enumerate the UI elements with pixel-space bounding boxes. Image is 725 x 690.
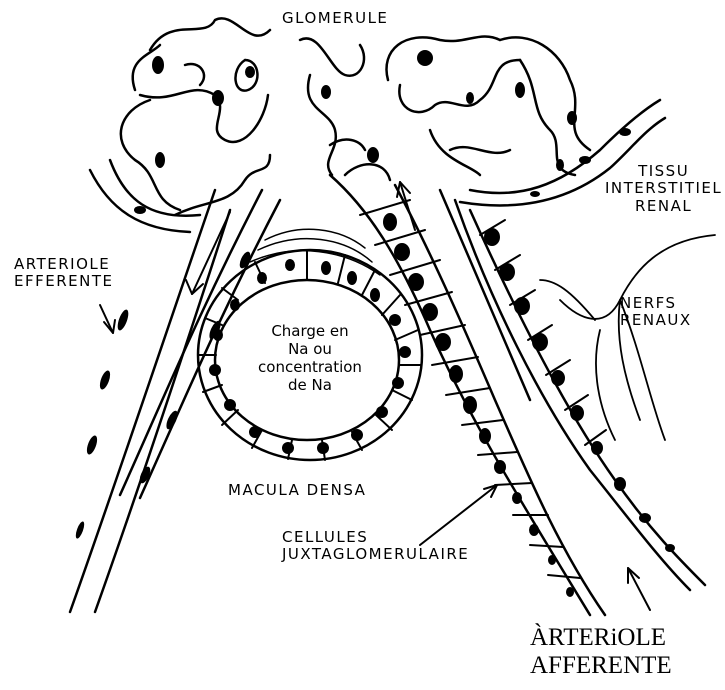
label-arteriole-efferente: ARTERIOLE EFFERENTE	[14, 256, 113, 291]
label-inner-line4: de Na	[250, 376, 370, 394]
label-nerfs-line1: NERFS	[620, 295, 692, 312]
label-arteriole-afferente: ÀRTERiOLE AFFERENTE	[530, 624, 672, 680]
capsule-left-wall-inner	[90, 170, 190, 232]
label-glomerule: GLOMERULE	[282, 10, 388, 27]
label-macula-densa: MACULA DENSA	[228, 482, 366, 499]
label-tissu-interstitiel: TISSU INTERSTITIEL RENAL	[605, 163, 722, 215]
label-efferente-line1: ARTERIOLE	[14, 256, 113, 273]
label-nerfs-renaux: NERFS RENAUX	[620, 295, 692, 330]
label-tissu-line3: RENAL	[605, 198, 722, 215]
label-tissu-line2: INTERSTITIEL	[605, 180, 722, 197]
glomerulus-capillaries	[121, 18, 590, 215]
label-inner-line1: Charge en	[250, 322, 370, 340]
glomerulus-nuclei	[152, 50, 577, 171]
label-cellules-juxtaglomerulaire: CELLULES JUXTAGLOMERULAIRE	[282, 529, 469, 564]
label-efferente-line2: EFFERENTE	[14, 273, 113, 290]
label-afferente-line1: ÀRTERiOLE	[530, 624, 672, 652]
label-inner-line3: concentration	[250, 358, 370, 376]
label-inner-line2: Na ou	[250, 340, 370, 358]
label-tissu-line1: TISSU	[605, 163, 722, 180]
label-afferente-line2: AFFERENTE	[530, 652, 672, 680]
macula-densa-cell-rows	[250, 229, 380, 275]
label-cellules-line2: JUXTAGLOMERULAIRE	[282, 546, 469, 563]
efferent-arteriole	[70, 190, 280, 612]
label-nerfs-line2: RENAUX	[620, 312, 692, 329]
label-macula-inner: Charge en Na ou concentration de Na	[250, 322, 370, 394]
label-cellules-line1: CELLULES	[282, 529, 469, 546]
